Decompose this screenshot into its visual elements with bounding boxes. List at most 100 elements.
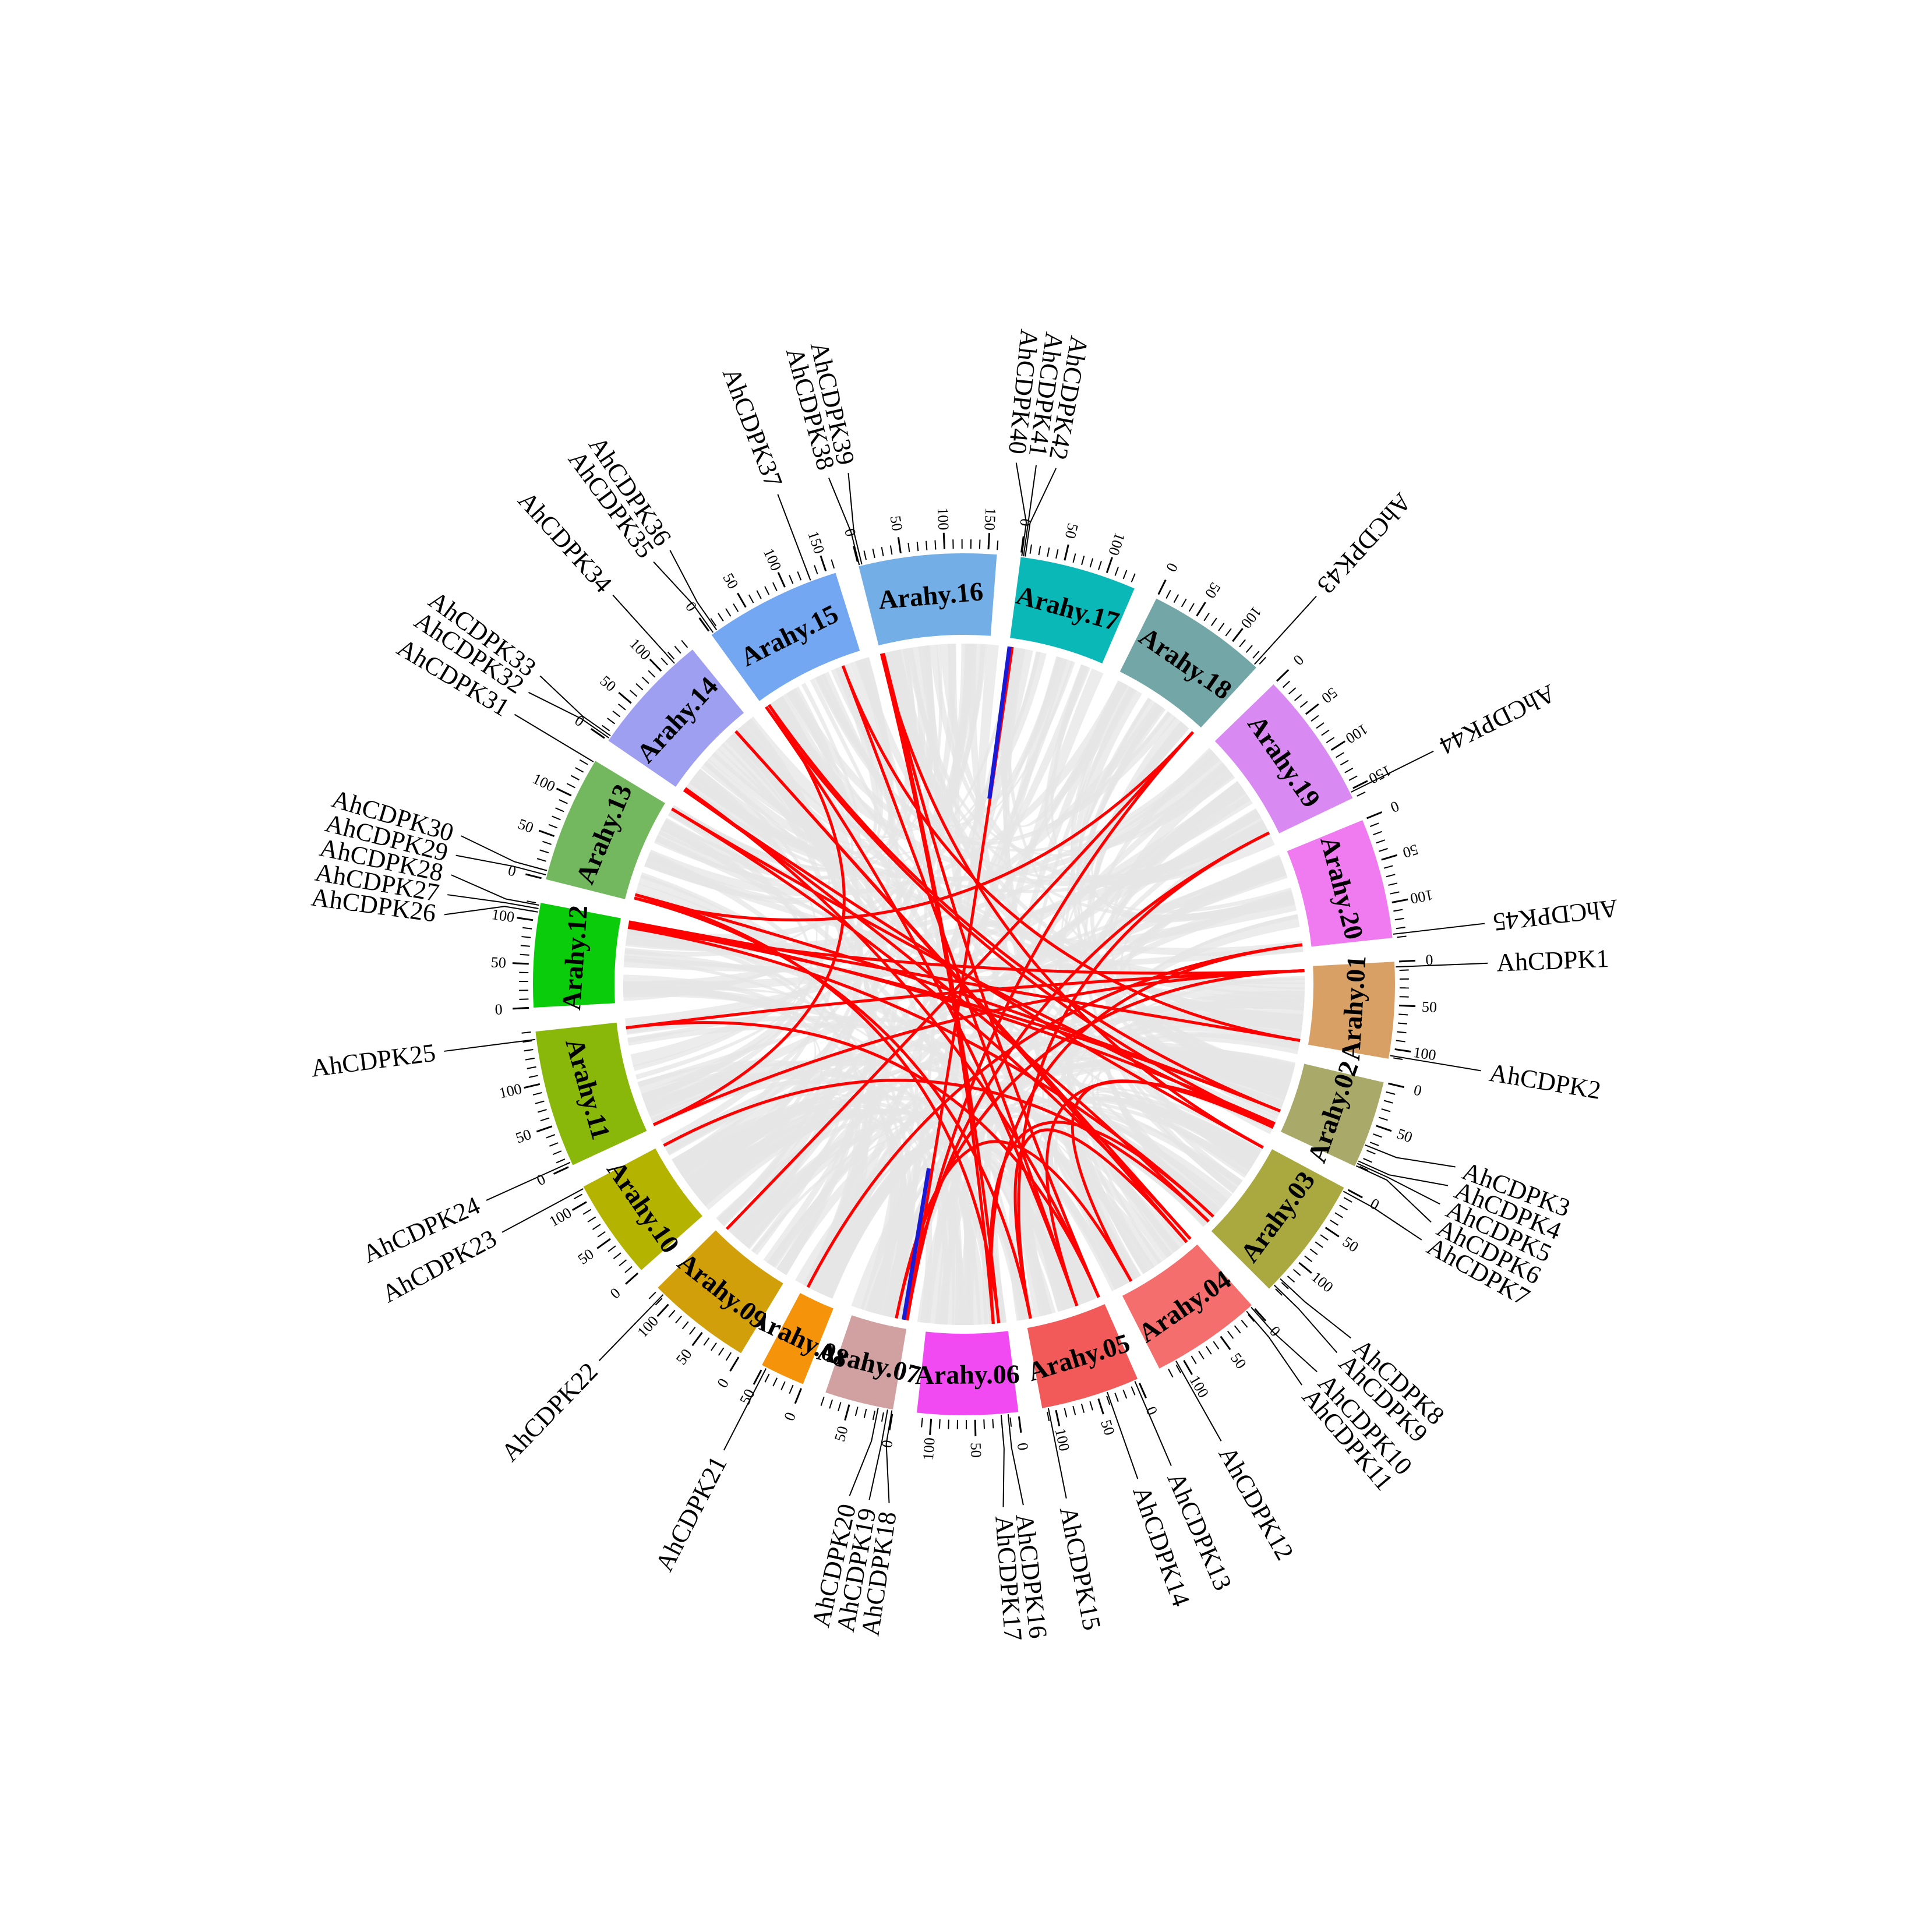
- tick-label: 100: [626, 635, 654, 663]
- gene-ahcdpk36[interactable]: AhCDPK36: [583, 431, 718, 631]
- chromosome-band[interactable]: [1280, 1064, 1384, 1167]
- chromosome-band[interactable]: [1287, 820, 1393, 947]
- background-ribbon: [624, 949, 795, 1034]
- background-ribbon: [623, 942, 1304, 973]
- axis-tick: [1316, 722, 1325, 729]
- axis-tick: [1373, 831, 1382, 836]
- axis-tick: [546, 1134, 556, 1139]
- axis-tick: [748, 594, 754, 603]
- gene-leader-line: [1390, 1055, 1481, 1072]
- axis-tick: [1369, 1142, 1379, 1146]
- axis-tick: [602, 725, 610, 732]
- chromosome-band[interactable]: [533, 903, 621, 1008]
- axis-tick: [619, 1259, 627, 1266]
- chromosome-band[interactable]: [1027, 1304, 1138, 1408]
- tick-label: 50: [673, 1345, 695, 1368]
- tick-label: 150: [1366, 762, 1394, 787]
- axis-tick: [844, 1404, 850, 1421]
- tick-label: 0: [506, 861, 518, 879]
- axis-tick: [1225, 628, 1232, 637]
- axis-tick: [863, 550, 867, 560]
- gene-ahcdpk22[interactable]: AhCDPK22: [496, 1294, 664, 1467]
- axis-tick: [1234, 1325, 1241, 1334]
- chromosome-band[interactable]: [1010, 557, 1135, 663]
- segmental-duplication-link: [1045, 1080, 1276, 1306]
- gene-leader-line: [1025, 468, 1057, 557]
- background-ribbon: [627, 1023, 1276, 1130]
- axis-tick: [520, 945, 530, 947]
- axis-tick: [1397, 935, 1407, 938]
- axis-tick: [1047, 1411, 1050, 1422]
- axis-tick: [574, 1193, 583, 1200]
- chromosome-band[interactable]: [1214, 684, 1353, 833]
- axis-tick: [1218, 623, 1225, 631]
- tick-label: 50: [1227, 1349, 1250, 1372]
- axis-tick: [649, 658, 662, 672]
- gene-label: AhCDPK12: [1213, 1442, 1299, 1565]
- gene-ahcdpk2[interactable]: AhCDPK2: [1390, 1055, 1603, 1105]
- axis-tick: [907, 542, 910, 553]
- axis-tick: [674, 645, 681, 654]
- chromosome-band[interactable]: [762, 1293, 833, 1384]
- background-ribbon: [651, 1080, 1027, 1321]
- axis-tick: [675, 1315, 682, 1324]
- background-ribbon: [1091, 722, 1271, 890]
- chromosome-band[interactable]: [711, 573, 860, 701]
- axis-tick: [572, 1201, 587, 1211]
- chromosome-band[interactable]: [825, 1315, 907, 1409]
- axis-tick: [587, 1216, 596, 1223]
- background-ribbon: [740, 645, 934, 839]
- chromosome-band[interactable]: [1119, 598, 1256, 728]
- axis-tick: [820, 1397, 825, 1406]
- segmental-duplication-link: [902, 831, 1270, 1320]
- axis-tick: [597, 1231, 606, 1238]
- tick-label: 150: [804, 529, 828, 556]
- background-ribbon: [672, 868, 1288, 1168]
- axis-tick: [829, 1399, 833, 1409]
- chromosome-band[interactable]: [535, 1022, 647, 1165]
- axis-tick: [540, 1117, 550, 1122]
- chromosome-band[interactable]: [1122, 1244, 1252, 1369]
- axis-tick: [1122, 1389, 1128, 1399]
- chromosome-band[interactable]: [583, 1148, 702, 1270]
- gene-leader-line: [1343, 1190, 1422, 1241]
- background-synteny-links: [623, 644, 1305, 1325]
- chromosome-band[interactable]: [1211, 1149, 1344, 1289]
- background-ribbon: [732, 1105, 1212, 1242]
- chromosome-band[interactable]: [859, 553, 997, 646]
- background-ribbon: [699, 1114, 907, 1317]
- axis-tick: [1359, 1165, 1369, 1171]
- axis-tick: [1366, 811, 1383, 819]
- axis-tick: [1376, 839, 1386, 844]
- axis-tick: [764, 1373, 770, 1383]
- background-ribbon: [866, 1151, 963, 1325]
- gene-ahcdpk1[interactable]: AhCDPK1: [1396, 944, 1609, 977]
- chromosome-band[interactable]: [546, 761, 665, 899]
- axis-tick: [1386, 1091, 1396, 1095]
- segmental-duplication-link: [806, 943, 1303, 1288]
- chromosome-band[interactable]: [658, 1230, 783, 1354]
- chromosome-band[interactable]: [917, 1331, 1019, 1415]
- axis-tick: [725, 1352, 732, 1361]
- gene-leader-line: [847, 473, 863, 565]
- segmental-duplication-link: [652, 704, 846, 1126]
- axis-tick: [854, 1407, 859, 1416]
- axis-tick: [1089, 558, 1094, 568]
- segmental-duplication-link: [841, 665, 1301, 1042]
- segmental-duplication-link: [1013, 1128, 1188, 1319]
- gene-ahcdpk25[interactable]: AhCDPK25: [309, 1038, 536, 1083]
- background-ribbon: [1041, 1096, 1259, 1309]
- axis-tick: [921, 1418, 923, 1428]
- chromosome-band[interactable]: [1308, 962, 1396, 1059]
- axis-tick: [948, 1419, 949, 1429]
- tick-label: 0: [1290, 651, 1308, 669]
- axis-tick: [1181, 598, 1187, 607]
- chromosome-band[interactable]: [608, 649, 744, 787]
- segmental-duplication-link: [882, 652, 1001, 1324]
- gene-ahcdpk43[interactable]: AhCDPK43: [1254, 487, 1417, 665]
